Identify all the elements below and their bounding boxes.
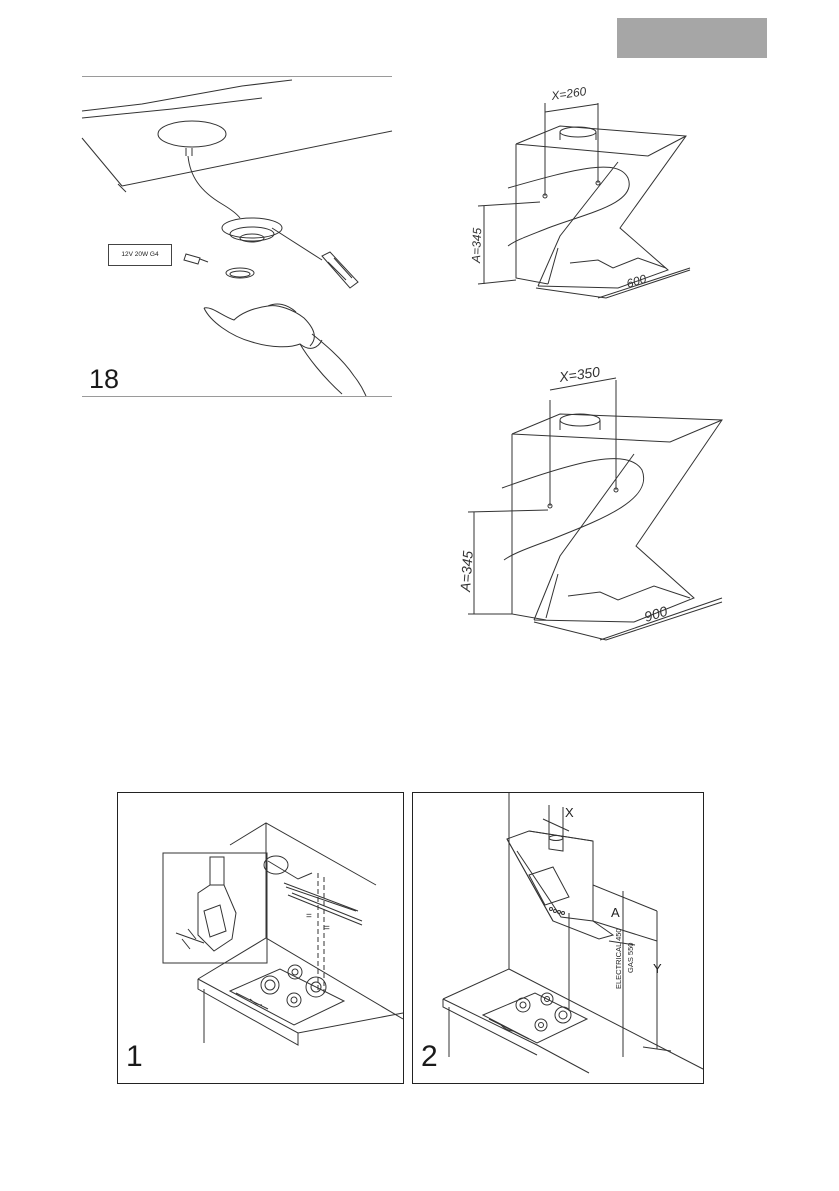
hand-icon (203, 307, 343, 395)
panel-2-drawing: X A Y ELECTRICAL 450 GAS 550 (442, 793, 704, 1074)
hood-600-x-label: X=260 (549, 84, 587, 103)
top-rule (82, 76, 392, 77)
figure-number: 18 (89, 364, 120, 394)
figure-18: 12V 20W G4 18 (81, 76, 393, 398)
dimension-x-label: X (565, 805, 574, 820)
equal-mark-1: = (306, 911, 312, 922)
dimension-a-label: A (611, 905, 620, 920)
panel-1-drawing: = = (162, 822, 404, 1046)
section-tab (617, 18, 767, 58)
bottom-rule (82, 396, 392, 397)
panel-2: X A Y ELECTRICAL 450 GAS 550 2 (412, 792, 704, 1084)
hood-900-drawing: X=350 A=345 900 (457, 363, 723, 641)
panel-number: 2 (421, 1040, 438, 1073)
lamp-cover-icon (157, 120, 227, 148)
hood-600-a-label: A=345 (469, 227, 484, 264)
electrical-distance-label: ELECTRICAL 450 (614, 928, 623, 989)
hood-900-x-label: X=350 (557, 363, 601, 385)
hood-600-drawing: X=260 A=345 600 (469, 84, 691, 299)
bulb-icon (183, 253, 201, 265)
bulb-spec-label: 12V 20W G4 (108, 244, 172, 266)
hood-900-a-label: A=345 (457, 550, 476, 593)
hood-600-width-label: 600 (625, 272, 649, 291)
dimension-y-label: Y (653, 961, 662, 976)
lamp-replacement-drawing (81, 79, 393, 397)
equal-mark-2: = (324, 923, 330, 934)
hood-900-width-label: 900 (642, 603, 669, 625)
panel-number: 1 (126, 1040, 143, 1073)
gas-distance-label: GAS 550 (626, 943, 635, 973)
panel-1: = = 1 (117, 792, 404, 1084)
